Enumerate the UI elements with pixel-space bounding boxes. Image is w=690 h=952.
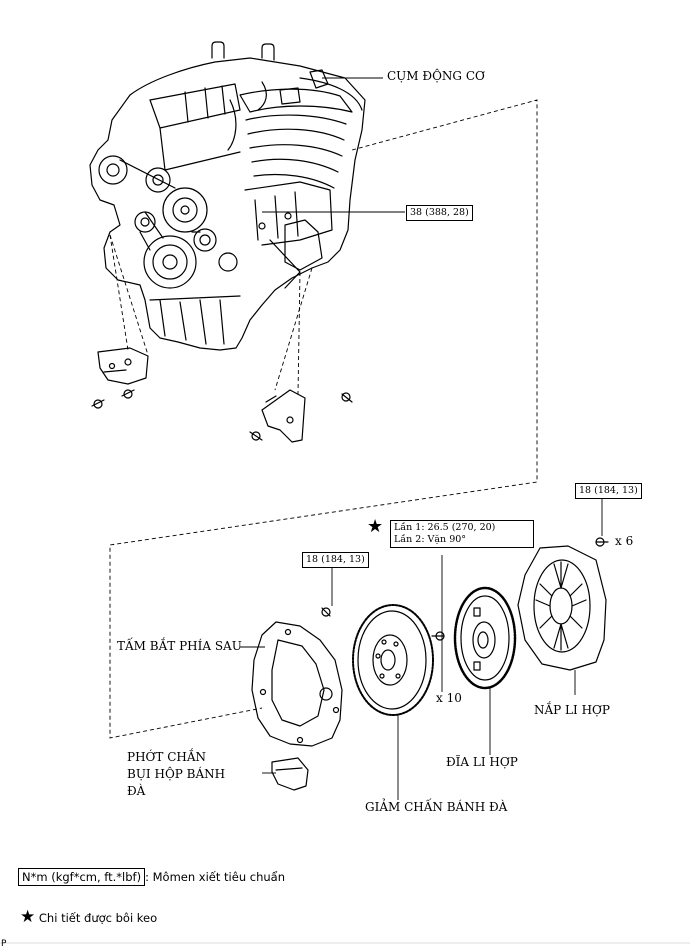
rear-end-plate-label: TẤM BẮT PHÍA SAU (117, 639, 242, 653)
clutch-cover-label: NẮP LI HỢP (534, 703, 610, 717)
torque-legend-text: : Mômen xiết tiêu chuẩn (145, 870, 286, 884)
leader-lines (240, 77, 603, 800)
right-mount-bracket (261, 389, 306, 443)
precoated-star-icon: ★ (367, 516, 384, 537)
right-mount-bolts (249, 392, 353, 441)
flywheel-dust-seal-illustration (271, 757, 309, 791)
flywheel-dust-seal-label: PHỚT CHẮN BỤI HỘP BÁNH ĐÀ (127, 749, 225, 800)
engine-assembly-label: CỤM ĐỘNG CƠ (387, 69, 485, 83)
dust-seal-label-line3: ĐÀ (127, 784, 146, 798)
flywheel-torque-step2: Lần 2: Vặn 90° (394, 534, 467, 545)
page-marker: P (1, 939, 7, 949)
flywheel-damper-illustration (352, 604, 434, 716)
cover-bolt-quantity: x 6 (615, 534, 634, 548)
clutch-cover-illustration (517, 545, 607, 671)
torque-unit-box: N*m (kgf*cm, ft.*lbf) (18, 868, 146, 886)
legend-star-icon: ★ (20, 907, 36, 927)
left-mount-bolts (91, 389, 135, 409)
left-mount-bracket (97, 347, 149, 385)
alignment-lines (109, 99, 538, 739)
precoated-legend: ★ Chi tiết được bôi keo (20, 907, 158, 927)
clutch-cover-bolt (595, 537, 609, 547)
torque-legend: N*m (kgf*cm, ft.*lbf): Mômen xiết tiêu c… (18, 868, 286, 886)
rear-plate-bolt-torque-box: 18 (184, 13) (302, 552, 369, 568)
flywheel-damper-label: GIẢM CHẤN BÁNH ĐÀ (365, 800, 508, 814)
flywheel-bolt-torque-box: Lần 1: 26.5 (270, 20) Lần 2: Vặn 90° (390, 520, 534, 548)
dust-seal-label-line1: PHỚT CHẮN (127, 750, 207, 764)
clutch-disc-label: ĐĨA LI HỢP (446, 755, 518, 769)
flywheel-torque-step1: Lần 1: 26.5 (270, 20) (394, 522, 496, 533)
cover-bolt-torque-box: 18 (184, 13) (575, 483, 642, 499)
dust-seal-label-line2: BỤI HỘP BÁNH (127, 767, 226, 781)
mount-bolt-torque-box: 38 (388, 28) (406, 205, 473, 221)
precoated-legend-text: Chi tiết được bôi keo (38, 911, 158, 925)
flywheel-bolt-quantity: x 10 (436, 691, 462, 705)
rear-end-plate-illustration (251, 621, 343, 747)
rear-plate-bolt (321, 607, 331, 617)
clutch-disc-illustration (453, 586, 517, 690)
engine-assembly-illustration (89, 41, 366, 351)
